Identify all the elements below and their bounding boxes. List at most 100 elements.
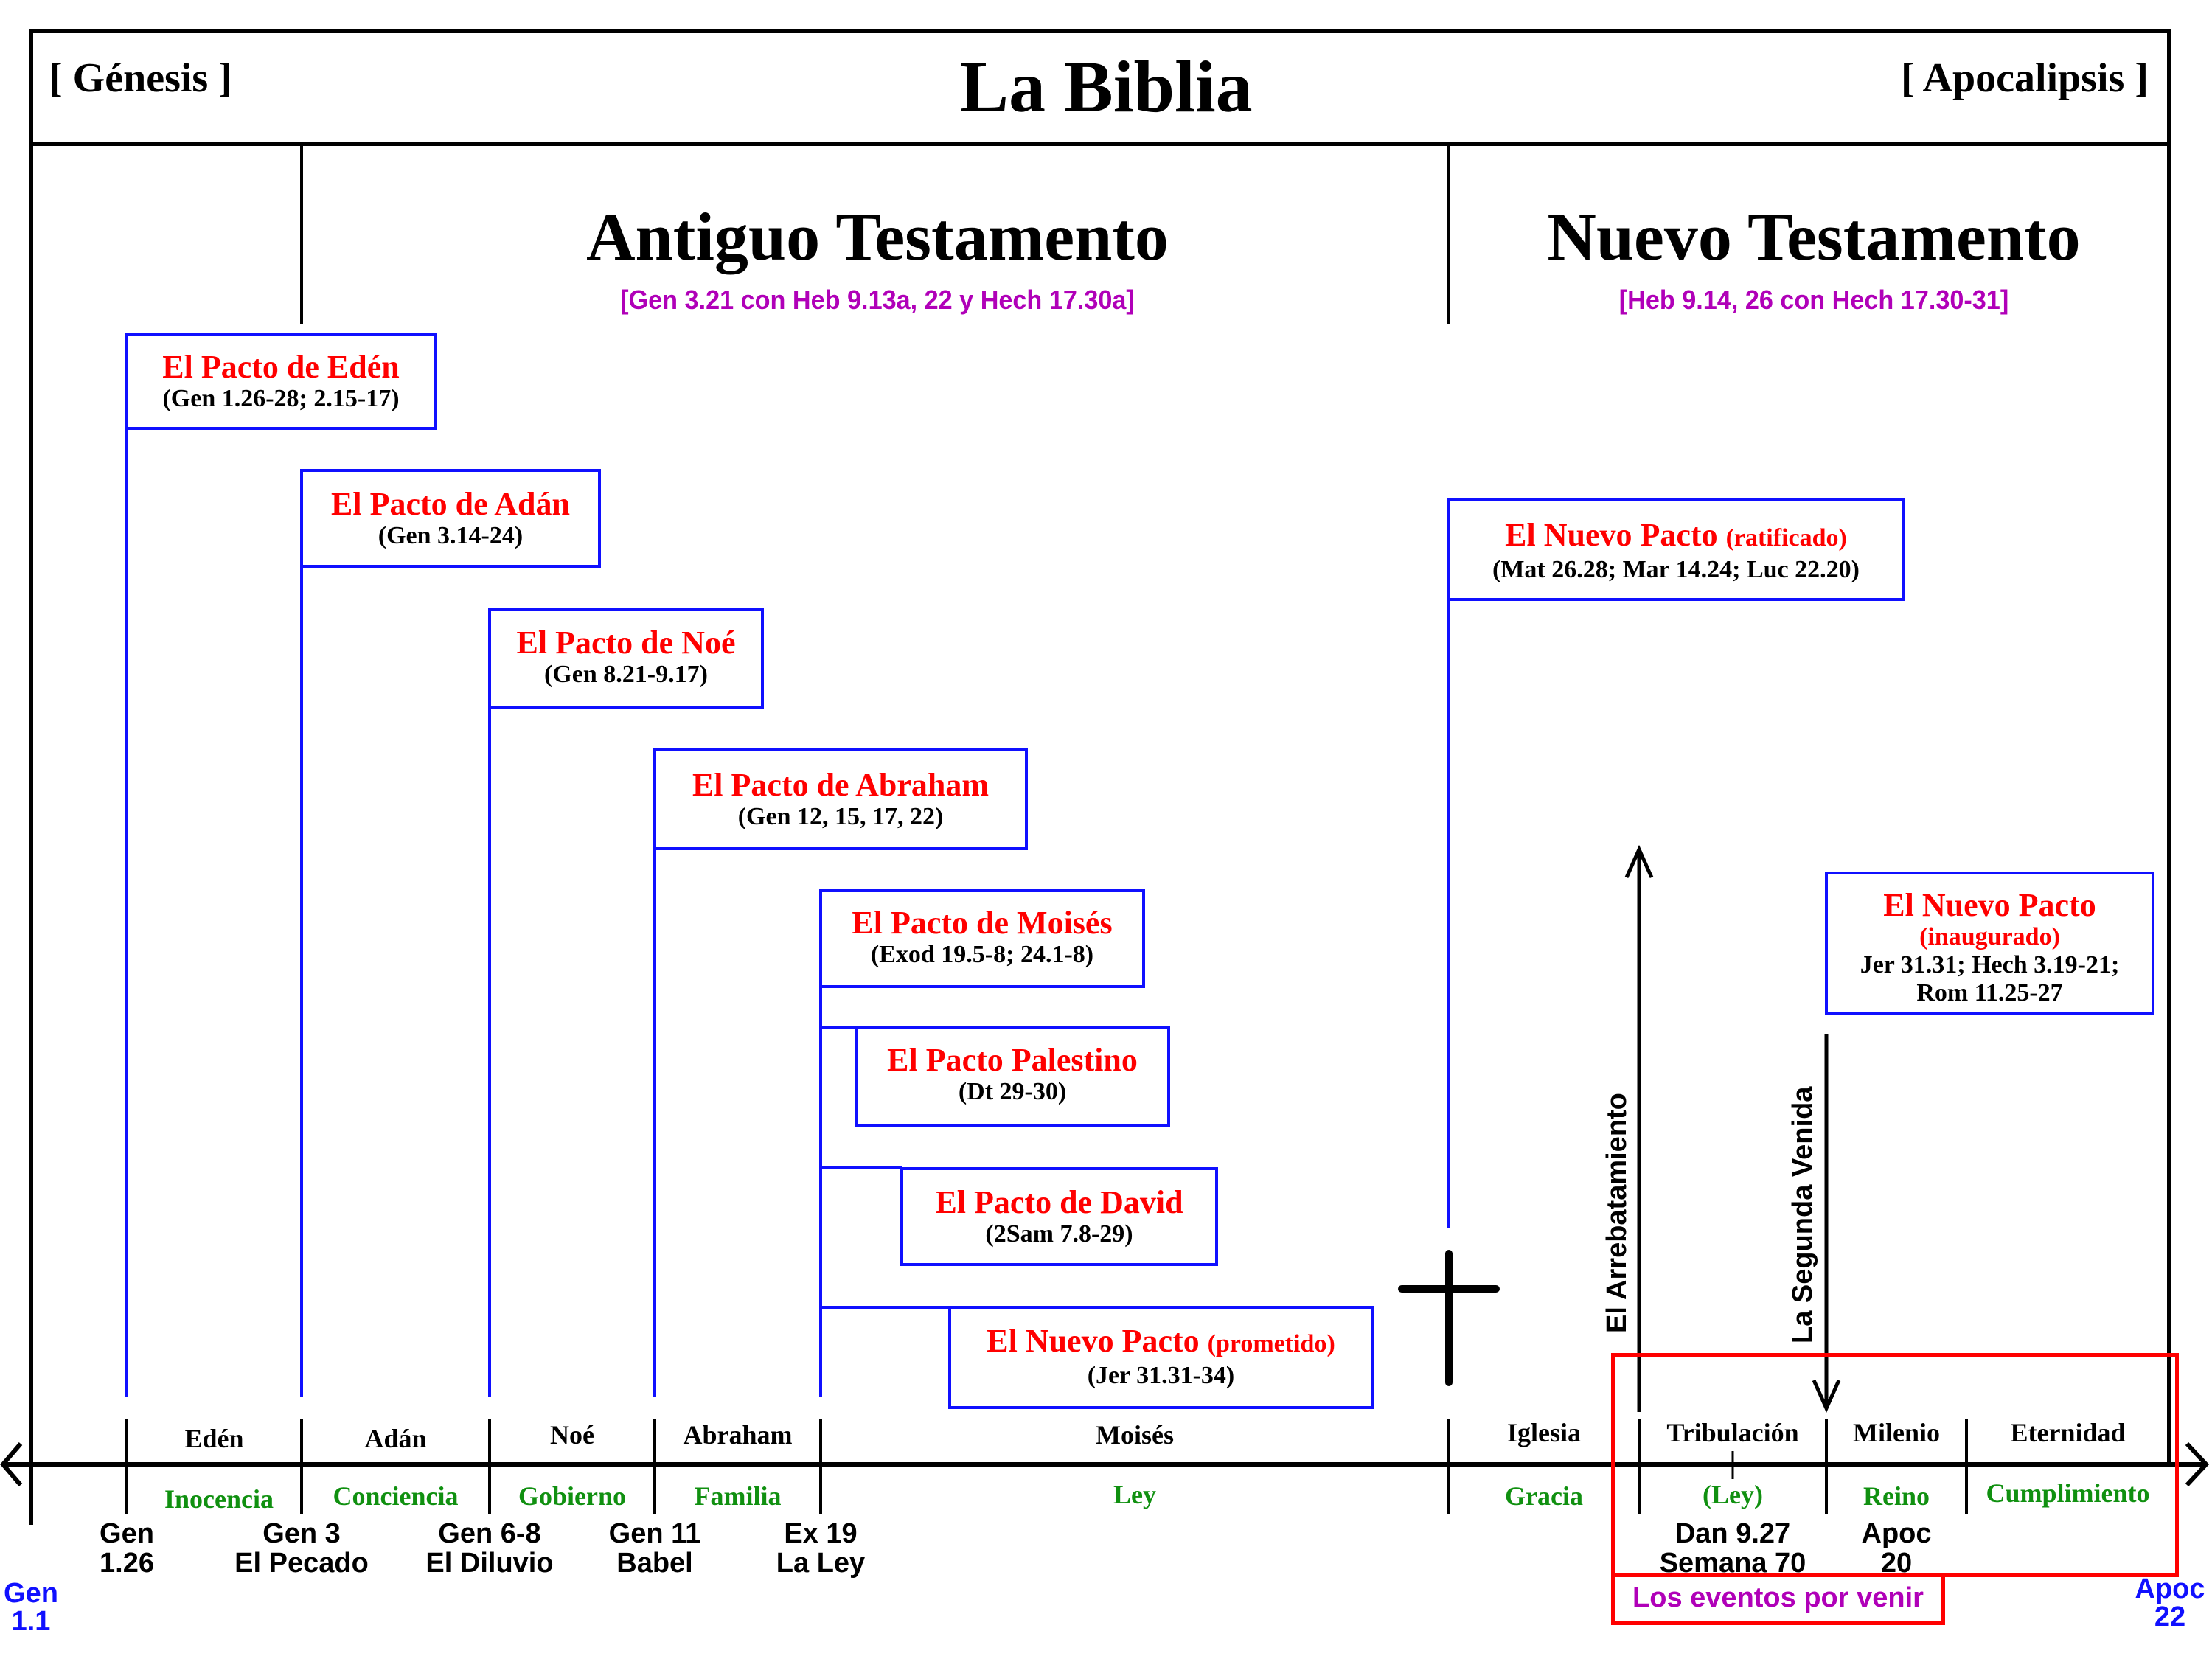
second-coming-arrowhead-icon [1812, 1379, 1841, 1413]
marker-gen-3: Gen 3 El Pecado [220, 1519, 383, 1578]
timeline-left-arrow-icon [0, 1442, 23, 1486]
covenant-reference: (Dt 29-30) [958, 1078, 1067, 1105]
era-label-eternity: Eternidad [2010, 1418, 2126, 1447]
marker-line1: Ex 19 [784, 1518, 858, 1549]
marker-line1: Gen [100, 1518, 154, 1549]
dispensation-fulfillment: Cumplimiento [1986, 1478, 2150, 1508]
end-line1: Apoc [2135, 1573, 2205, 1604]
marker-line2: El Diluvio [425, 1548, 554, 1579]
era-ticks [125, 1419, 1968, 1514]
covenant-adam-box: El Pacto de Adán (Gen 3.14-24) [300, 469, 601, 568]
rapture-label: El Arrebatamiento [1601, 1093, 1632, 1333]
covenant-reference: (Gen 12, 15, 17, 22) [737, 803, 944, 830]
marker-line2: El Pecado [234, 1548, 369, 1579]
covenant-name-text: El Nuevo Pacto [987, 1323, 1200, 1359]
covenant-name: El Pacto de Noé [516, 625, 736, 661]
new-testament-reference: [Heb 9.14, 26 con Hech 17.30-31] [1618, 285, 2009, 315]
covenant-qualifier: (ratificado) [1725, 524, 1847, 552]
timeline-right-arrow-icon [2185, 1441, 2210, 1487]
era-label-tribulation: Tribulación [1666, 1418, 1799, 1447]
covenant-reference: (2Sam 7.8-29) [985, 1220, 1133, 1248]
marker-dan-9-27: Dan 9.27 Semana 70 [1644, 1519, 1821, 1578]
timeline-axis [0, 1441, 2210, 1487]
era-label-noah: Noé [550, 1420, 594, 1450]
covenant-abraham-box: El Pacto de Abraham (Gen 12, 15, 17, 22) [653, 748, 1028, 850]
covenant-name-text: El Nuevo Pacto [1505, 517, 1718, 553]
end-line2: 22 [2154, 1601, 2186, 1632]
future-events-label-box: Los eventos por venir [1611, 1573, 1945, 1625]
covenant-name: El Nuevo Pacto (ratificado) [1450, 518, 1902, 556]
dispensation-innocence: Inocencia [164, 1484, 274, 1514]
header-genesis-label: [ Génesis ] [49, 55, 232, 101]
header-apocalypse-label: [ Apocalipsis ] [1900, 55, 2149, 101]
cross-icon [1398, 1250, 1500, 1386]
marker-gen-6-8: Gen 6-8 El Diluvio [408, 1519, 571, 1578]
era-label-moses: Moisés [1096, 1420, 1174, 1450]
marker-line2: La Ley [776, 1548, 866, 1579]
marker-line2: 1.26 [100, 1548, 154, 1579]
marker-line1: Gen 6-8 [438, 1518, 541, 1549]
covenant-reference: (Gen 1.26-28; 2.15-17) [162, 385, 400, 412]
covenant-name: El Pacto de Edén [162, 349, 400, 385]
second-coming-label: La Segunda Venida [1787, 1086, 1818, 1343]
dispensation-kingdom: Reino [1863, 1481, 1930, 1511]
covenant-eden-box: El Pacto de Edén (Gen 1.26-28; 2.15-17) [125, 333, 437, 430]
dispensation-government: Gobierno [518, 1481, 626, 1511]
covenant-new-promised-box: El Nuevo Pacto (prometido) (Jer 31.31-34… [948, 1306, 1374, 1409]
dispensation-law: Ley [1113, 1480, 1156, 1509]
covenant-qualifier: (inaugurado) [1919, 923, 2060, 950]
old-testament-reference: [Gen 3.21 con Heb 9.13a, 22 y Hech 17.30… [620, 285, 1135, 315]
start-line1: Gen [4, 1578, 58, 1609]
marker-gen-11: Gen 11 Babel [581, 1519, 728, 1578]
era-label-eden: Edén [184, 1424, 244, 1453]
marker-line1: Dan 9.27 [1674, 1518, 1791, 1549]
frame-top-border [29, 29, 2171, 1525]
marker-line1: Apoc [1861, 1518, 1932, 1549]
dispensation-law-tribulation: (Ley) [1703, 1480, 1763, 1509]
covenant-noah-box: El Pacto de Noé (Gen 8.21-9.17) [488, 608, 764, 709]
era-label-church: Iglesia [1506, 1418, 1581, 1447]
marker-line2: Semana 70 [1659, 1548, 1806, 1579]
marker-line1: Gen 11 [608, 1518, 701, 1549]
era-label-adam: Adán [364, 1424, 427, 1453]
covenant-qualifier: (prometido) [1207, 1330, 1335, 1357]
marker-line1: Gen 3 [262, 1518, 341, 1549]
covenant-reference: Jer 31.31; Hech 3.19-21; [1860, 951, 2120, 978]
old-testament-title: Antiguo Testamento [586, 199, 1169, 274]
dispensation-conscience: Conciencia [333, 1481, 459, 1511]
covenant-reference: (Jer 31.31-34) [1087, 1362, 1235, 1389]
covenant-moses-box: El Pacto de Moisés (Exod 19.5-8; 24.1-8) [819, 889, 1145, 988]
covenant-name: El Pacto de Moisés [852, 905, 1113, 941]
covenant-name: El Nuevo Pacto [1883, 887, 2096, 923]
page-title: La Biblia [959, 46, 1253, 128]
covenant-new-ratified-box: El Nuevo Pacto (ratificado) (Mat 26.28; … [1447, 498, 1905, 601]
covenant-new-inaugurated-box: El Nuevo Pacto (inaugurado) Jer 31.31; H… [1825, 872, 2154, 1015]
rapture-arrow-icon [1624, 844, 1654, 1412]
dispensation-family: Familia [694, 1481, 782, 1511]
era-label-millennium: Milenio [1853, 1418, 1940, 1447]
covenant-reference: (Mat 26.28; Mar 14.24; Luc 22.20) [1492, 556, 1860, 583]
future-events-label: Los eventos por venir [1632, 1582, 1924, 1613]
covenant-name: El Pacto Palestino [887, 1042, 1138, 1078]
covenant-palestinian-box: El Pacto Palestino (Dt 29-30) [855, 1026, 1170, 1127]
marker-line2: 20 [1880, 1548, 1913, 1579]
new-testament-title: Nuevo Testamento [1547, 199, 2081, 274]
marker-line2: Babel [616, 1548, 693, 1579]
timeline-start-label: Gen 1.1 [0, 1579, 62, 1635]
marker-ex-19: Ex 19 La Ley [747, 1519, 894, 1578]
covenant-david-box: El Pacto de David (2Sam 7.8-29) [900, 1167, 1218, 1266]
covenant-reference: (Exod 19.5-8; 24.1-8) [870, 941, 1094, 968]
covenant-name: El Pacto de David [935, 1184, 1183, 1220]
covenant-reference: (Gen 8.21-9.17) [544, 661, 708, 688]
era-label-abraham: Abraham [683, 1420, 793, 1450]
marker-gen-1-26: Gen 1.26 [68, 1519, 186, 1578]
covenant-reference-line2: Rom 11.25-27 [1916, 979, 2063, 1006]
covenant-name: El Pacto de Abraham [692, 767, 990, 803]
marker-apoc-20: Apoc 20 [1837, 1519, 1955, 1578]
dispensation-grace: Gracia [1505, 1481, 1583, 1511]
covenant-name: El Pacto de Adán [331, 486, 570, 522]
covenant-name: El Nuevo Pacto (prometido) [951, 1324, 1371, 1362]
covenant-reference: (Gen 3.14-24) [378, 522, 524, 549]
